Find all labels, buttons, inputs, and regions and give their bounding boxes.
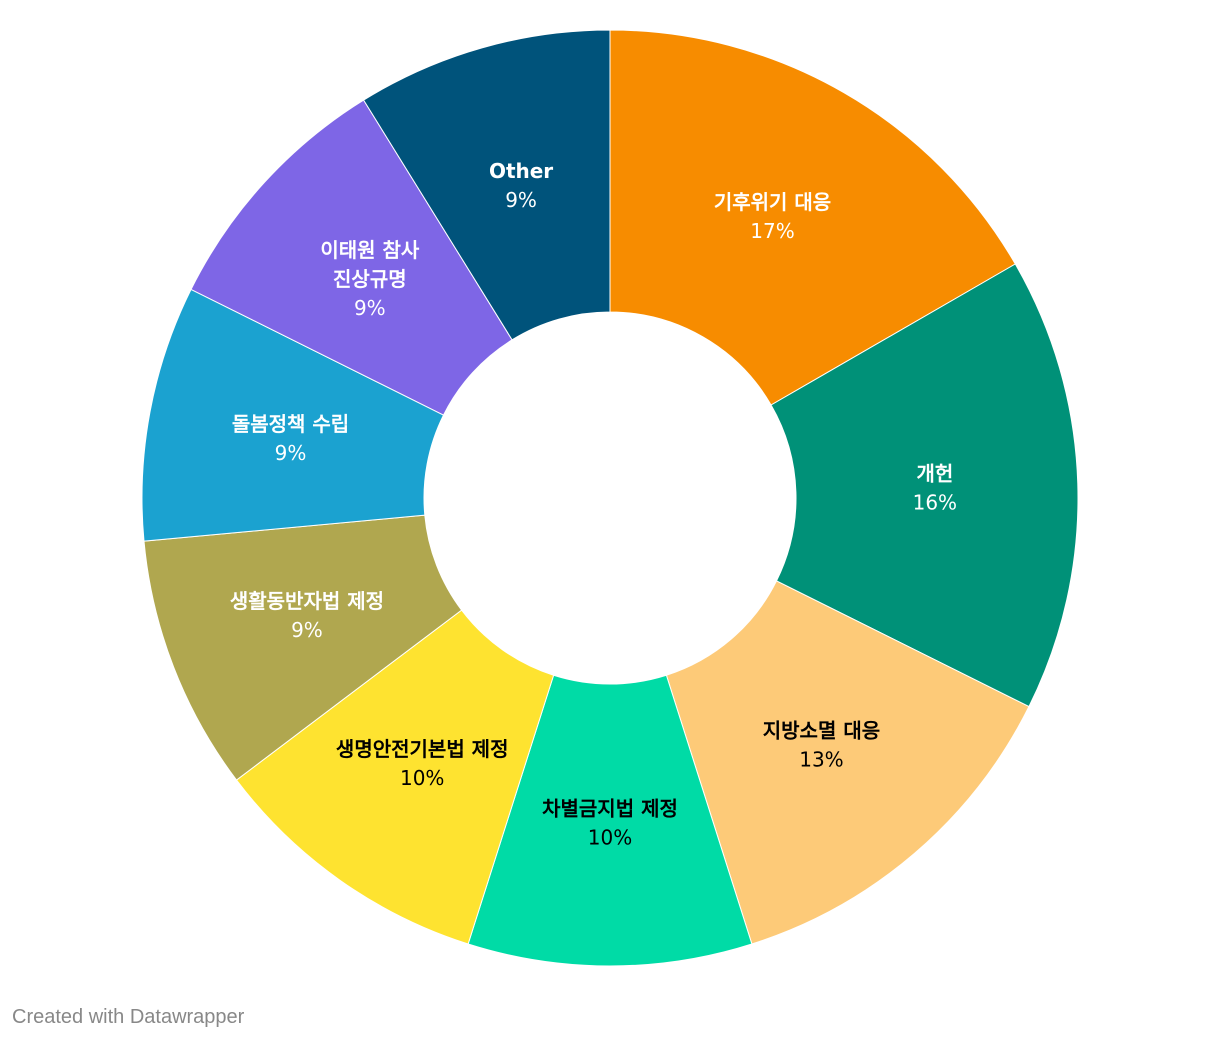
slice-label-text: 생명안전기본법 제정 bbox=[336, 737, 509, 761]
donut-slice-8 bbox=[362, 29, 611, 341]
slice-label-text: 진상규명 bbox=[333, 267, 407, 291]
slice-value-text: 10% bbox=[588, 826, 632, 850]
slice-label-text: 이태원 참사 bbox=[320, 238, 420, 262]
donut-slice-3 bbox=[467, 674, 753, 967]
slice-label-3: 차별금지법 제정 10% bbox=[542, 797, 678, 850]
slice-label-1: 개헌 16% bbox=[913, 461, 957, 514]
slice-label-5: 생활동반자법 제정 9% bbox=[230, 589, 384, 642]
slice-label-8: Other 9% bbox=[489, 159, 553, 212]
slice-value-text: 9% bbox=[505, 188, 537, 212]
donut-slice-4 bbox=[235, 609, 555, 945]
slice-label-text: 차별금지법 제정 bbox=[542, 797, 678, 821]
donut-slice-1 bbox=[770, 263, 1079, 708]
slice-value-text: 10% bbox=[400, 766, 444, 790]
slice-label-text: 기후위기 대응 bbox=[714, 190, 831, 214]
slice-label-4: 생명안전기본법 제정 10% bbox=[336, 737, 509, 790]
slice-value-text: 17% bbox=[750, 219, 794, 243]
donut-slice-2 bbox=[665, 580, 1030, 945]
datawrapper-credit: Created with Datawrapper bbox=[12, 1006, 245, 1028]
slice-label-0: 기후위기 대응 17% bbox=[714, 190, 831, 243]
slice-value-text: 9% bbox=[291, 618, 323, 642]
slice-value-text: 16% bbox=[913, 490, 957, 514]
donut-slice-5 bbox=[143, 514, 463, 781]
slice-label-text: 생활동반자법 제정 bbox=[230, 589, 384, 613]
donut-slice-6 bbox=[141, 288, 445, 542]
donut-slices bbox=[141, 29, 1079, 967]
slice-value-text: 9% bbox=[275, 441, 307, 465]
slice-label-text: 지방소멸 대응 bbox=[763, 718, 880, 742]
slice-label-text: 돌봄정책 수립 bbox=[232, 412, 349, 436]
slice-label-text: 개헌 bbox=[916, 461, 953, 485]
slice-label-2: 지방소멸 대응 13% bbox=[763, 718, 880, 771]
slice-value-text: 9% bbox=[354, 296, 386, 320]
slice-label-text: Other bbox=[489, 159, 553, 183]
slice-value-text: 13% bbox=[799, 747, 843, 771]
donut-slice-0 bbox=[609, 29, 1016, 406]
donut-slice-7 bbox=[190, 99, 513, 416]
slice-label-6: 돌봄정책 수립 9% bbox=[232, 412, 349, 465]
